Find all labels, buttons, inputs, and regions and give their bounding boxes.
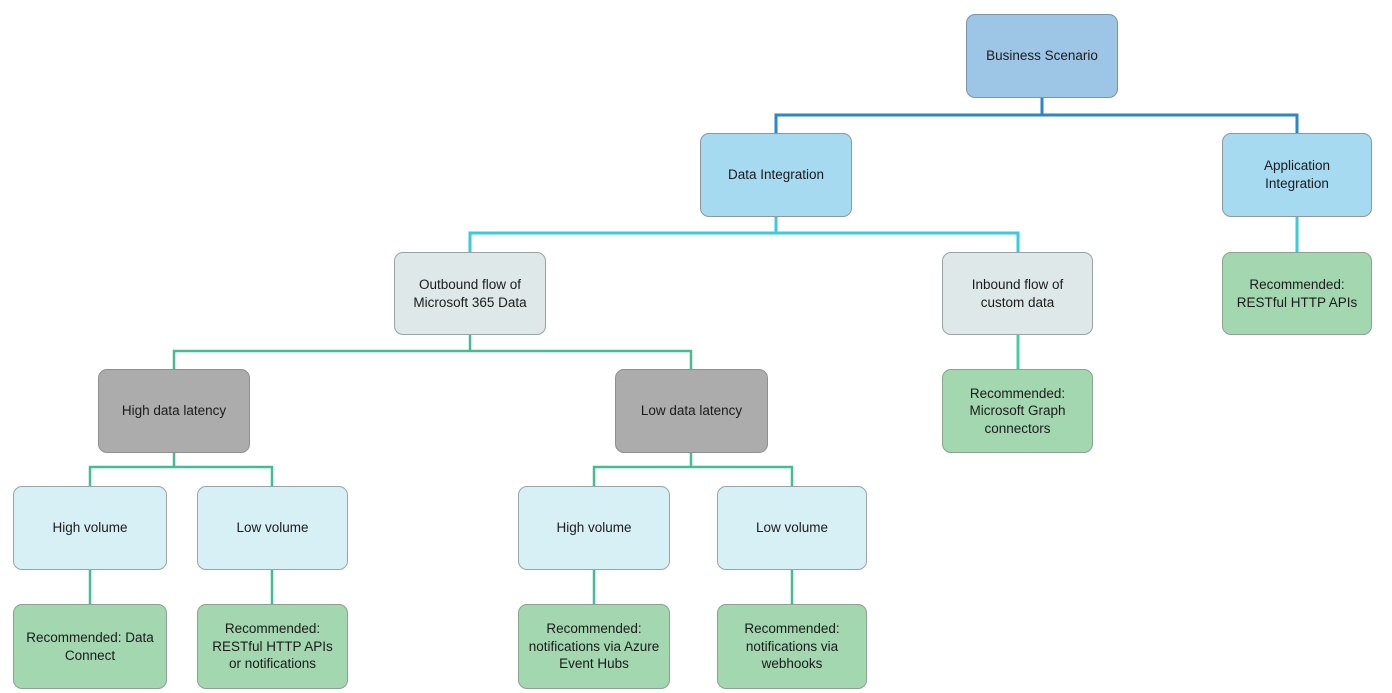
node-application-integration: Application Integration bbox=[1222, 133, 1372, 217]
node-high-volume-high-latency: High volume bbox=[13, 486, 167, 570]
node-recommended-notifications-webhooks: Recommended: notifications via webhooks bbox=[717, 604, 867, 689]
connector-business-scenario-children bbox=[774, 98, 1299, 133]
node-low-volume-high-latency: Low volume bbox=[197, 486, 348, 570]
node-recommended-data-connect: Recommended: Data Connect bbox=[13, 604, 167, 689]
node-low-volume-low-latency: Low volume bbox=[717, 486, 867, 570]
node-outbound-flow: Outbound flow of Microsoft 365 Data bbox=[394, 252, 546, 335]
node-high-volume-low-latency: High volume bbox=[518, 486, 670, 570]
node-inbound-flow: Inbound flow of custom data bbox=[942, 252, 1093, 335]
node-business-scenario: Business Scenario bbox=[966, 14, 1118, 98]
node-high-data-latency: High data latency bbox=[98, 369, 250, 453]
node-recommended-microsoft-graph-connectors: Recommended: Microsoft Graph connectors bbox=[942, 369, 1093, 453]
node-data-integration: Data Integration bbox=[700, 133, 852, 217]
connector-data-integration-children bbox=[468, 217, 1020, 252]
node-recommended-restful-or-notifications: Recommended: RESTful HTTP APIs or notifi… bbox=[197, 604, 348, 689]
node-recommended-restful-http-apis: Recommended: RESTful HTTP APIs bbox=[1222, 252, 1372, 335]
node-low-data-latency: Low data latency bbox=[615, 369, 768, 453]
node-recommended-notifications-azure-event-hubs: Recommended: notifications via Azure Eve… bbox=[518, 604, 670, 689]
connector-outbound-subtree bbox=[88, 335, 794, 604]
